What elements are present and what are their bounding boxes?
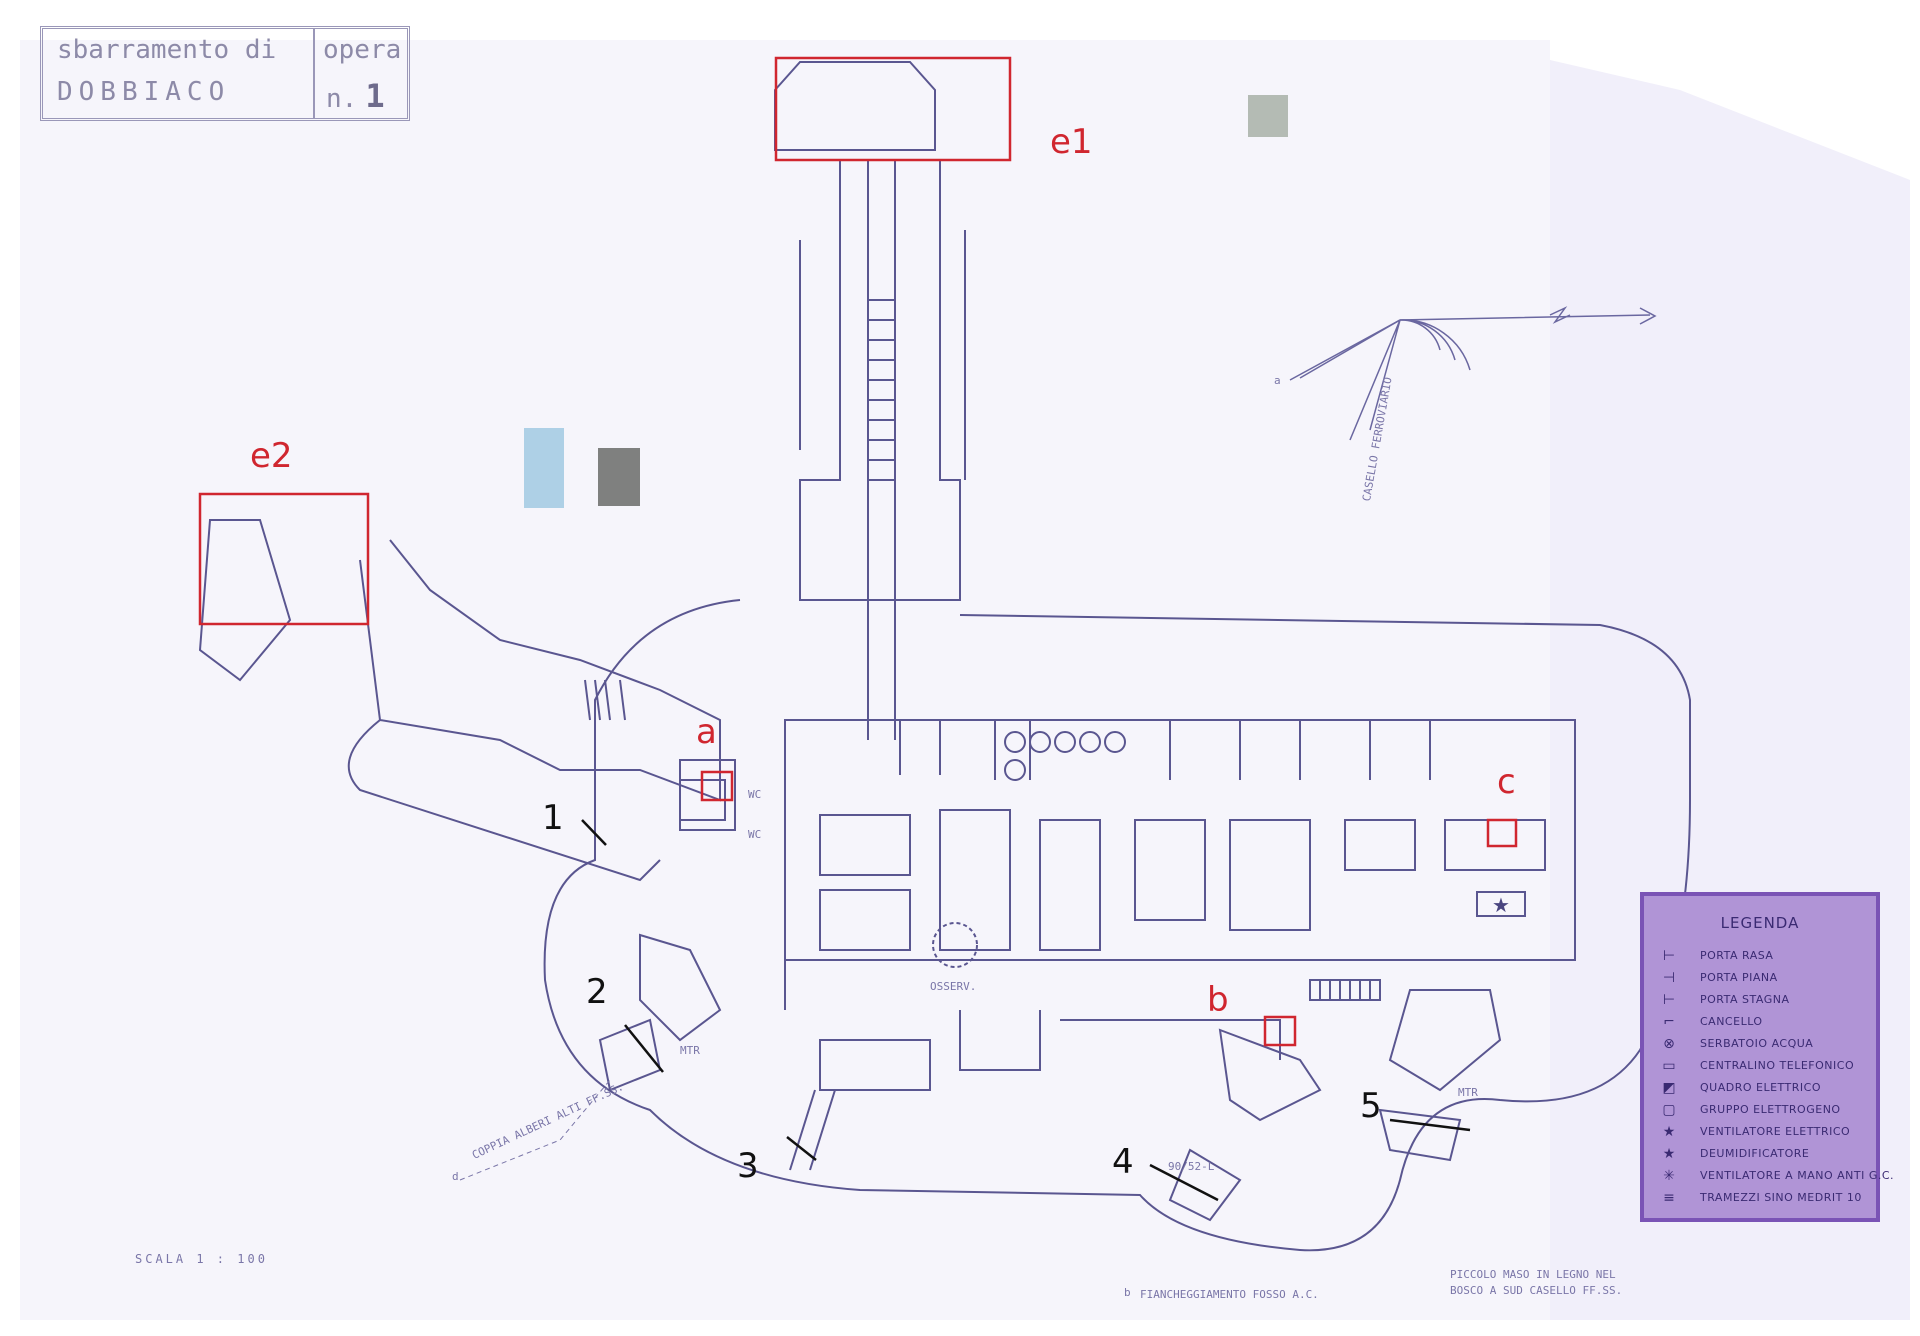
title-number: n.1 — [326, 77, 385, 115]
title-number-prefix: n. — [326, 84, 358, 114]
legend-row: ⌐ CANCELLO — [1652, 1012, 1876, 1034]
generator-icon: ▢ — [1662, 1102, 1676, 1118]
door-flush-icon: ⊢ — [1662, 948, 1676, 964]
highlight-e2 — [198, 492, 370, 626]
legend-title: LEGENDA — [1720, 914, 1800, 932]
section-mark-4 — [1149, 1163, 1219, 1202]
legend-label: TRAMEZZI SINO MEDRIT 10 — [1700, 1191, 1862, 1204]
legend-row: ⊣ PORTA PIANA — [1652, 968, 1876, 990]
legend-row: ★ DEUMIDIFICATORE — [1652, 1144, 1876, 1166]
label-osserv: OSSERV. — [930, 980, 977, 993]
legend-row: ⊢ PORTA STAGNA — [1652, 990, 1876, 1012]
deumidificatore-box — [1476, 891, 1526, 917]
electrical-panel-icon: ◩ — [1662, 1080, 1676, 1096]
legend-label: SERBATOIO ACQUA — [1700, 1037, 1814, 1050]
legend: LEGENDA ⊢ PORTA RASA ⊣ PORTA PIANA ⊢ POR… — [1640, 892, 1894, 1222]
marker-b: b — [1207, 980, 1229, 1020]
label-scale: SCALA 1 : 100 — [135, 1252, 268, 1266]
label-wc-1: WC — [748, 788, 762, 801]
e2-bunker-outline — [198, 519, 292, 682]
marker-e1: e1 — [1050, 122, 1093, 162]
stamp-dark — [598, 448, 640, 506]
label-d: d — [452, 1170, 459, 1183]
highlights — [198, 56, 1518, 1047]
label-piccolo-2: BOSCO A SUD CASELLO FF.SS. — [1450, 1284, 1623, 1297]
legend-row: ★ VENTILATORE ELETTRICO — [1652, 1122, 1876, 1144]
legend-row: ⊢ PORTA RASA — [1652, 946, 1876, 968]
label-wc-2: WC — [748, 828, 762, 841]
partition-icon: ≡ — [1663, 1190, 1675, 1206]
marker-c: c — [1497, 762, 1516, 802]
title-block: sbarramento di DOBBIACO opera n.1 — [40, 26, 410, 121]
legend-label: GRUPPO ELETTROGENO — [1700, 1103, 1841, 1116]
title-line1: sbarramento di — [57, 35, 277, 65]
highlight-c — [1486, 818, 1518, 848]
marker-a: a — [696, 712, 717, 752]
label-a-letter: a — [1274, 374, 1281, 387]
section-mark-1 — [581, 819, 607, 846]
label-mtr-right: MTR — [1458, 1086, 1478, 1099]
title-opera: opera — [323, 35, 402, 65]
section-label-3: 3 — [737, 1146, 759, 1186]
legend-label: PORTA STAGNA — [1700, 993, 1790, 1006]
section-marks — [581, 819, 1471, 1202]
label-gun: 90/52-L — [1168, 1160, 1215, 1173]
legend-row: ▭ CENTRALINO TELEFONICO — [1652, 1056, 1876, 1078]
marker-e2: e2 — [250, 436, 293, 476]
title-number-value: 1 — [365, 77, 385, 115]
deumidificatore-icon: ★ — [1492, 893, 1510, 917]
section-label-1: 1 — [542, 798, 564, 838]
legend-label: VENTILATORE A MANO ANTI G.C. — [1700, 1169, 1895, 1182]
highlight-e1 — [774, 56, 1012, 162]
dehumidifier-icon: ★ — [1662, 1146, 1676, 1162]
water-tank-icon: ⊗ — [1663, 1036, 1675, 1052]
stamp-top — [1248, 95, 1288, 137]
legend-row: ✳ VENTILATORE A MANO ANTI G.C. — [1652, 1166, 1893, 1188]
section-mark-3 — [786, 1136, 817, 1161]
section-label-4: 4 — [1112, 1142, 1134, 1182]
legend-label: CANCELLO — [1700, 1015, 1763, 1028]
stamp-blue — [524, 428, 564, 508]
legend-label: VENTILATORE ELETTRICO — [1700, 1125, 1851, 1138]
door-flat-icon: ⊣ — [1662, 970, 1676, 986]
legend-label: PORTA PIANA — [1700, 971, 1778, 984]
section-mark-5 — [1389, 1118, 1471, 1132]
legend-label: DEUMIDIFICATORE — [1700, 1147, 1810, 1160]
legend-label: PORTA RASA — [1700, 949, 1774, 962]
paper-left — [20, 40, 1550, 1320]
osserv-circle — [932, 922, 978, 968]
legend-label: CENTRALINO TELEFONICO — [1700, 1059, 1855, 1072]
highlight-b — [1263, 1015, 1297, 1047]
hand-fan-icon: ✳ — [1663, 1168, 1675, 1184]
title-separator — [313, 29, 315, 118]
electric-fan-icon: ★ — [1662, 1124, 1676, 1140]
label-piccolo-1: PICCOLO MASO IN LEGNO NEL — [1450, 1268, 1616, 1281]
gate-icon: ⌐ — [1663, 1014, 1675, 1030]
door-watertight-icon: ⊢ — [1662, 992, 1676, 1008]
legend-row: ⊗ SERBATOIO ACQUA — [1652, 1034, 1876, 1056]
section-label-2: 2 — [586, 972, 608, 1012]
highlight-a — [700, 770, 734, 802]
section-mark-2 — [624, 1024, 664, 1073]
legend-row: ▢ GRUPPO ELETTROGENO — [1652, 1100, 1876, 1122]
label-fiancheggiamento: FIANCHEGGIAMENTO FOSSO A.C. — [1140, 1288, 1319, 1301]
label-b-letter: b — [1124, 1286, 1131, 1299]
compass — [1289, 306, 1657, 441]
label-mtr-left: MTR — [680, 1044, 700, 1057]
telephone-switchboard-icon: ▭ — [1662, 1058, 1676, 1074]
legend-label: QUADRO ELETTRICO — [1700, 1081, 1822, 1094]
legend-row: ≡ TRAMEZZI SINO MEDRIT 10 — [1652, 1188, 1876, 1210]
legend-row: ◩ QUADRO ELETTRICO — [1652, 1078, 1876, 1100]
title-line2: DOBBIACO — [57, 77, 231, 107]
section-label-5: 5 — [1360, 1086, 1382, 1126]
